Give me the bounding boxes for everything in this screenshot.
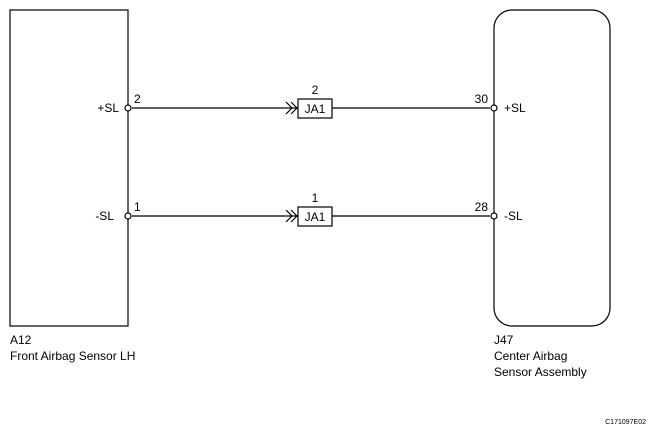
terminal-left-minus-sl <box>124 212 132 220</box>
connector-ja1-2-name: JA1 <box>305 210 326 224</box>
front-airbag-sensor-box <box>9 9 129 327</box>
figure-code: C171097E02 <box>605 419 646 426</box>
right-component-name-line1: Center Airbag <box>494 349 567 363</box>
connector-arrow-2 <box>285 209 298 223</box>
right-pin-label-plus-sl: +SL <box>504 101 526 115</box>
connector-ja1-2-pin: 1 <box>312 191 319 205</box>
center-airbag-sensor-box <box>493 9 611 327</box>
terminal-right-minus-sl <box>490 212 498 220</box>
left-component-name: Front Airbag Sensor LH <box>10 349 135 363</box>
connector-arrow-1 <box>285 101 298 115</box>
terminal-right-plus-sl <box>490 104 498 112</box>
left-pin-label-minus-sl: -SL <box>95 209 114 223</box>
right-pin-label-minus-sl: -SL <box>504 209 523 223</box>
left-pin-number-minus-sl: 1 <box>134 200 141 214</box>
right-pin-number-plus-sl: 30 <box>475 92 489 106</box>
left-pin-label-plus-sl: +SL <box>97 101 119 115</box>
terminal-left-plus-sl <box>124 104 132 112</box>
right-component-name-line2: Sensor Assembly <box>494 365 587 379</box>
left-component-code: A12 <box>10 333 32 347</box>
connector-ja1-1-name: JA1 <box>305 102 326 116</box>
right-pin-number-minus-sl: 28 <box>475 200 489 214</box>
connector-ja1-1-pin: 2 <box>312 83 319 97</box>
left-pin-number-plus-sl: 2 <box>134 92 141 106</box>
right-component-code: J47 <box>494 333 514 347</box>
